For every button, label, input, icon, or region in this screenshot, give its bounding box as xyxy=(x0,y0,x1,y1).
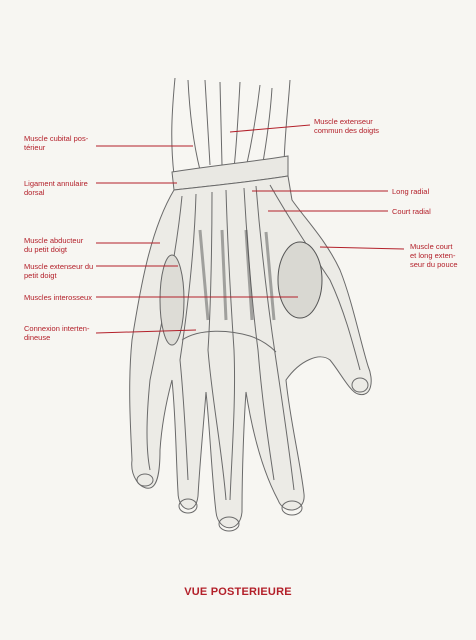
label-abducteur: Muscle abducteur du petit doigt xyxy=(24,236,84,254)
leader-ext-commun xyxy=(229,124,311,133)
nail-ring xyxy=(178,498,198,514)
thumb-tendon xyxy=(269,184,361,371)
label-extenseur-petit-doigt: Muscle extenseur du petit doigt xyxy=(24,262,94,280)
label-interosseux: Muscles interosseux xyxy=(24,293,92,302)
label-ligament: Ligament annulaire dorsal xyxy=(24,179,88,197)
label-pouce: Muscle court et long exten- seur du pouc… xyxy=(410,242,458,269)
nail-index xyxy=(281,500,303,516)
page-title: VUE POSTERIEURE xyxy=(184,586,292,598)
hand-outline xyxy=(129,175,372,529)
tendon-3 xyxy=(243,187,275,481)
leader-connexion xyxy=(95,329,197,334)
label-court-radial: Court radial xyxy=(392,207,431,216)
label-extenseur-commun: Muscle extenseur commun des doigts xyxy=(314,117,380,135)
nail-middle xyxy=(218,516,240,532)
tendon-1 xyxy=(146,195,183,471)
leader-pouce xyxy=(319,246,405,250)
tendon-2 xyxy=(207,191,227,501)
nail-little xyxy=(136,473,154,487)
label-connexion: Connexion interten- dineuse xyxy=(24,324,90,342)
label-long-radial: Long radial xyxy=(392,187,430,196)
nail-thumb xyxy=(351,377,369,393)
label-cubital: Muscle cubital pos- térieur xyxy=(24,134,89,152)
